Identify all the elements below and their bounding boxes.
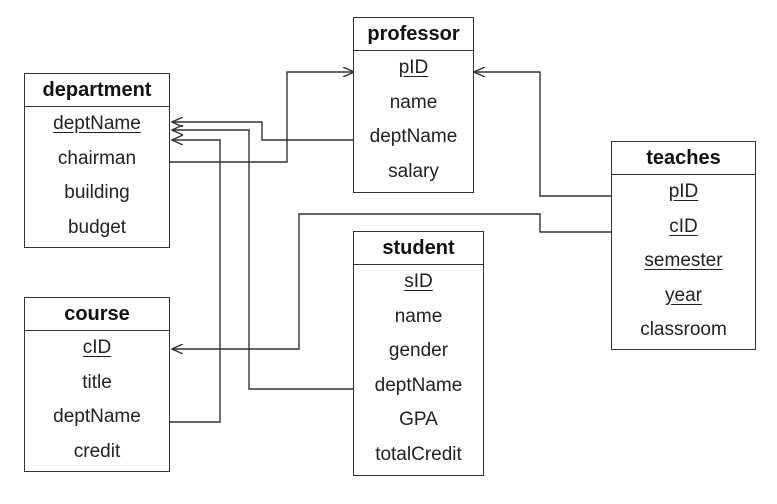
attribute-cid: cID [669, 215, 698, 237]
attribute-gpa: GPA [399, 409, 438, 430]
fk-teaches-cid-to-course-cid [172, 213, 612, 349]
attribute-budget: budget [67, 216, 127, 238]
attribute-name: name [389, 91, 438, 113]
table-title: professor [354, 18, 473, 51]
attribute-deptname: deptName [53, 406, 141, 427]
table-student: student sID name gender deptName GPA tot… [353, 231, 484, 476]
attribute-chairman: chairman [57, 147, 137, 169]
attribute-building: building [64, 182, 130, 203]
fk-course-deptname-to-department-deptname [170, 140, 221, 423]
attribute-pid: pID [668, 181, 699, 202]
attribute-year: year [665, 284, 702, 306]
attribute-sid: sID [404, 271, 433, 292]
table-professor: professor pID name deptName salary [353, 17, 474, 193]
attribute-pid: pID [398, 57, 429, 78]
table-title: department [25, 74, 169, 107]
attribute-title: title [82, 371, 112, 393]
table-title: course [25, 298, 169, 331]
attribute-cid: cID [82, 337, 112, 358]
attribute-credit: credit [73, 440, 121, 462]
attribute-name: name [394, 305, 443, 327]
attribute-deptname: deptName [53, 113, 141, 134]
fk-teaches-pid-to-professor-pid [474, 72, 612, 197]
attribute-semester: semester [644, 250, 723, 271]
table-course: course cID title deptName credit [24, 297, 170, 472]
fk-department-chairman-to-professor-pid [170, 72, 354, 163]
table-title: student [354, 232, 483, 265]
table-teaches: teaches pID cID semester year classroom [611, 141, 756, 350]
attribute-gender: gender [388, 340, 449, 361]
attribute-classroom: classroom [640, 319, 727, 340]
attribute-totalcredit: totalCredit [375, 443, 462, 465]
attribute-deptname: deptName [374, 374, 463, 396]
fk-student-deptname-to-department-deptname [172, 130, 354, 390]
attribute-salary: salary [388, 160, 439, 182]
table-title: teaches [612, 142, 755, 175]
fk-professor-deptname-to-department-deptname [172, 122, 354, 141]
table-department: department deptName chairman building bu… [24, 73, 170, 248]
attribute-deptname: deptName [369, 126, 458, 147]
